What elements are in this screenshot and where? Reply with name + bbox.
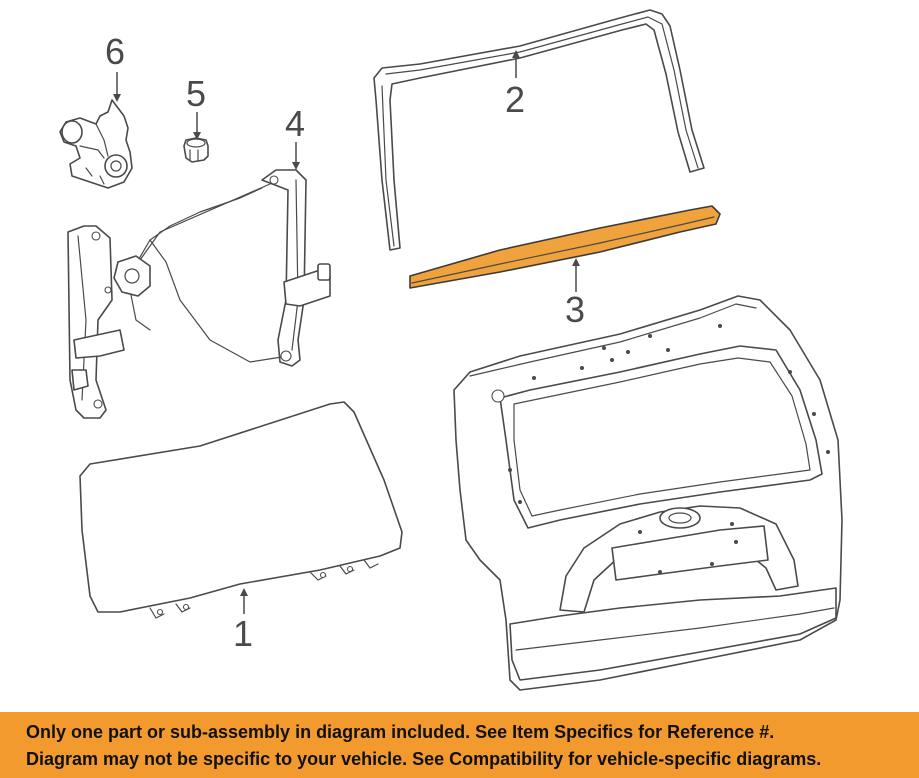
callout-4: 4 (285, 103, 305, 170)
callout-3: 3 (565, 258, 585, 330)
callout-5: 5 (186, 73, 206, 140)
callout-4-number: 4 (285, 103, 305, 144)
callout-2: 2 (505, 50, 525, 120)
glass-run-channel-part (373, 9, 705, 251)
window-regulator-part (67, 169, 331, 419)
nut-part (183, 137, 209, 163)
callout-6-number: 6 (105, 31, 125, 72)
disclaimer-line-2: Diagram may not be specific to your vehi… (26, 749, 822, 769)
belt-weatherstrip-part (409, 205, 721, 289)
disclaimer-banner: Only one part or sub-assembly in diagram… (0, 712, 919, 778)
callout-3-number: 3 (565, 289, 585, 330)
callout-1: 1 (233, 588, 253, 654)
liftgate-part (453, 295, 843, 691)
callout-1-number: 1 (233, 613, 253, 654)
parts-diagram: 6 5 4 (59, 9, 843, 691)
callout-6: 6 (105, 31, 125, 102)
window-motor-part (59, 99, 133, 189)
callout-2-number: 2 (505, 79, 525, 120)
door-glass-part (79, 401, 403, 619)
disclaimer-line-1: Only one part or sub-assembly in diagram… (26, 722, 775, 742)
callout-5-number: 5 (186, 73, 206, 114)
